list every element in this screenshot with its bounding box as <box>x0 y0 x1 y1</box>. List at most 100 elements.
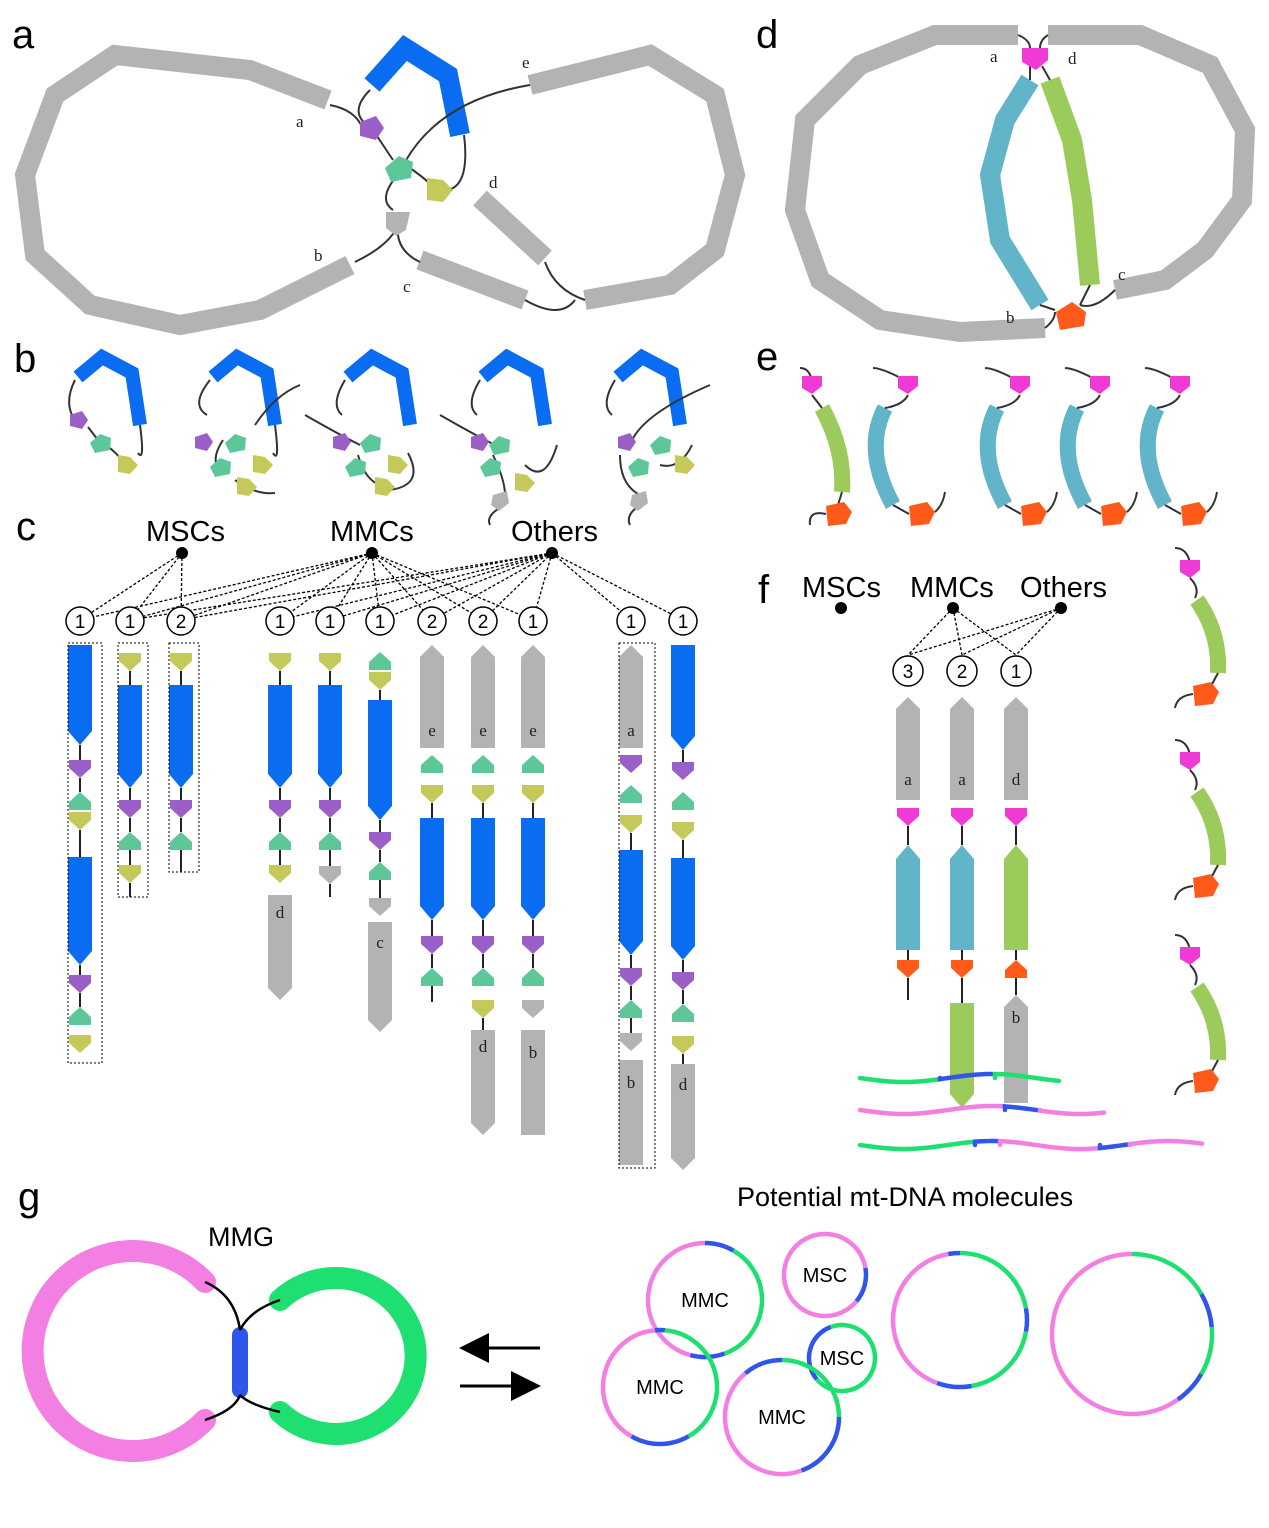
teal-node <box>472 968 494 986</box>
ring-arc <box>806 1324 832 1381</box>
teal-node <box>269 832 291 850</box>
olive-node <box>119 865 141 883</box>
label-d: d <box>276 903 285 922</box>
linear-segment <box>1002 1104 1040 1113</box>
ring-arc <box>824 1231 868 1269</box>
panel-a-graph: a b c d e <box>14 35 746 336</box>
count-circle <box>315 606 345 636</box>
d-label-b: b <box>1006 308 1015 327</box>
purple-node <box>119 800 141 818</box>
label-b: b <box>627 1073 636 1092</box>
gray-segment <box>619 645 643 748</box>
label-d: d <box>1012 770 1021 789</box>
gray-segment <box>896 697 920 800</box>
label-b: b <box>314 246 323 265</box>
purple-node <box>620 755 642 773</box>
count-circle <box>65 606 95 636</box>
ring-arc <box>971 1331 1029 1389</box>
gray-node <box>522 1000 544 1018</box>
magenta-node <box>1090 376 1110 394</box>
label-e: e <box>522 53 530 72</box>
category-mscs: MSCs <box>146 516 225 548</box>
linear-molecule-2 <box>857 1103 1107 1117</box>
orange-node <box>897 960 919 978</box>
ring-arc <box>664 1327 720 1439</box>
d-label-d: d <box>1068 49 1077 68</box>
label-a: a <box>296 112 304 131</box>
teal-node <box>385 156 413 182</box>
panel-b-subgraphs <box>68 348 711 526</box>
linear-segment <box>1127 1138 1205 1148</box>
label-c: c <box>403 277 411 296</box>
blue-segment <box>364 35 470 137</box>
count-value: 1 <box>325 612 336 633</box>
d-right-loop <box>1048 25 1256 300</box>
cyan-segment <box>1059 404 1093 509</box>
f-category-links <box>907 607 1062 656</box>
linear-molecule-3 <box>857 1138 1205 1152</box>
teal-node <box>620 785 642 803</box>
green-segment <box>1190 787 1227 866</box>
count-circle <box>668 606 698 636</box>
ring-arc <box>891 1331 938 1386</box>
d-connectors <box>1017 34 1116 329</box>
orange-node <box>951 960 973 978</box>
f-side-path-2 <box>1174 739 1227 901</box>
count-circle <box>468 606 498 636</box>
teal-node <box>421 968 443 986</box>
olive-node <box>672 1036 694 1054</box>
f-dot-mscs <box>835 602 847 614</box>
mmg-pink-arc <box>21 1240 216 1462</box>
olive-node <box>472 1000 494 1018</box>
green-segment <box>1190 595 1227 674</box>
linear-molecule-1 <box>857 1071 1062 1085</box>
gray-segment <box>1004 697 1028 800</box>
d-green-segment <box>1040 76 1100 286</box>
molecule-ring <box>890 1250 1030 1390</box>
segment-d <box>473 190 552 266</box>
teal-node <box>369 652 391 670</box>
subgraph-1 <box>68 348 147 474</box>
colored-segment <box>118 685 142 788</box>
e-path-4 <box>1059 367 1138 526</box>
count-circle <box>115 606 145 636</box>
teal-node <box>522 755 544 773</box>
orange-node <box>1193 682 1219 706</box>
olive-node <box>620 815 642 833</box>
ring-arc <box>723 1248 765 1356</box>
teal-node <box>522 968 544 986</box>
purple-node <box>369 832 391 850</box>
green-segment <box>1190 982 1227 1061</box>
panel-label-d: d <box>756 13 778 57</box>
ring-arc <box>1131 1251 1204 1296</box>
teal-node <box>119 832 141 850</box>
e-path-2 <box>867 367 946 526</box>
purple-node <box>421 936 443 954</box>
cyan-segment <box>1139 404 1173 509</box>
magenta-node <box>1010 376 1030 394</box>
subgraph-5 <box>605 348 711 526</box>
label-b: b <box>529 1043 538 1062</box>
mmc-label: MMC <box>636 1377 684 1399</box>
teal-node <box>620 1000 642 1018</box>
gray-segment <box>619 1060 643 1165</box>
cyan-segment <box>867 404 901 509</box>
category-others: Others <box>511 516 598 548</box>
label-d: d <box>679 1075 688 1094</box>
molecule-ring: MMC <box>722 1357 842 1477</box>
mmc-label: MMC <box>758 1407 806 1429</box>
gray-segment <box>521 1030 545 1135</box>
d-label-a: a <box>990 47 998 66</box>
dashed-box <box>618 642 656 1169</box>
purple-node <box>319 800 341 818</box>
linear-segment <box>997 1138 1103 1152</box>
d-orange-node <box>1056 302 1086 330</box>
gray-node <box>319 866 341 884</box>
purple-node <box>620 968 642 986</box>
f-side-path-1 <box>1174 547 1227 709</box>
teal-node <box>69 1007 91 1025</box>
olive-node <box>672 822 694 840</box>
